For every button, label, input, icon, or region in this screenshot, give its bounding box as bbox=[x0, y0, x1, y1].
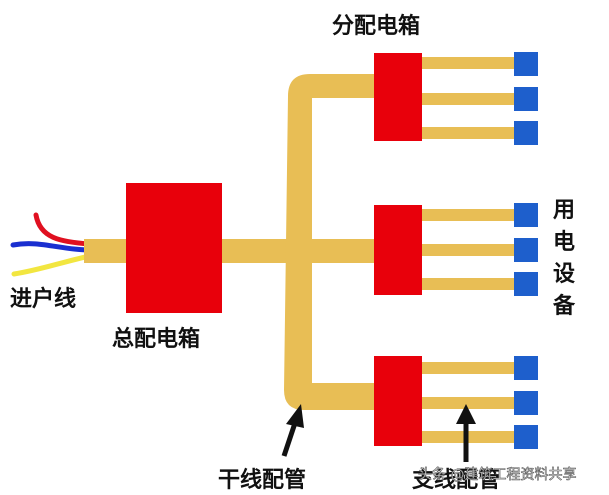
trunk-vertical bbox=[284, 74, 376, 410]
trunk-arrow-head bbox=[286, 404, 304, 428]
branch-pipe bbox=[420, 362, 520, 374]
incoming-conduit bbox=[84, 239, 126, 263]
equipment-terminal bbox=[514, 203, 538, 227]
wire-red bbox=[33, 212, 93, 247]
pointer-arrows bbox=[281, 404, 476, 462]
branch-distribution-box bbox=[374, 356, 422, 446]
branch-pipe bbox=[420, 93, 520, 105]
branch-arrow-head bbox=[456, 404, 476, 424]
branch-pipe bbox=[420, 431, 520, 443]
equipment-label-char: 备 bbox=[552, 293, 576, 319]
equipment-terminal bbox=[514, 87, 538, 111]
branch-pipe bbox=[420, 57, 520, 69]
equipment-terminal bbox=[514, 52, 538, 76]
watermark: 头条 @建筑工程资料共享 bbox=[418, 466, 576, 483]
equipment-terminal bbox=[514, 121, 538, 145]
main-distribution-box bbox=[126, 183, 222, 313]
branch-distribution-box bbox=[374, 53, 422, 141]
branch-pipe bbox=[420, 397, 520, 409]
incoming-wires bbox=[10, 212, 93, 277]
main-box-label: 总配电箱 bbox=[112, 326, 200, 352]
branch-pipe bbox=[420, 278, 520, 290]
incoming-line-label: 进户线 bbox=[10, 286, 76, 312]
equipment-terminal bbox=[514, 272, 538, 296]
equipment-label-char: 用 bbox=[553, 198, 575, 223]
branch-distribution-box bbox=[374, 205, 422, 295]
branch-box-label: 分配电箱 bbox=[332, 13, 420, 39]
conduits bbox=[84, 57, 520, 443]
branch-pipe bbox=[420, 209, 520, 221]
equipment-terminal bbox=[514, 356, 538, 380]
equipment-label-char: 电 bbox=[553, 230, 575, 255]
wire-blue bbox=[10, 241, 93, 253]
trunk-conduit-label: 干线配管 bbox=[218, 467, 306, 493]
equipment-terminals bbox=[514, 52, 538, 449]
equipment-terminal bbox=[514, 391, 538, 415]
branch-conduit-label: 支线配管 bbox=[412, 467, 500, 493]
equipment-label-char: 设 bbox=[553, 262, 575, 287]
wire-yellow bbox=[11, 253, 93, 277]
trunk-arrow-shaft bbox=[281, 419, 299, 457]
branch-pipe bbox=[420, 244, 520, 256]
branch-pipe bbox=[420, 127, 520, 139]
equipment-terminal bbox=[514, 238, 538, 262]
equipment-terminal bbox=[514, 425, 538, 449]
